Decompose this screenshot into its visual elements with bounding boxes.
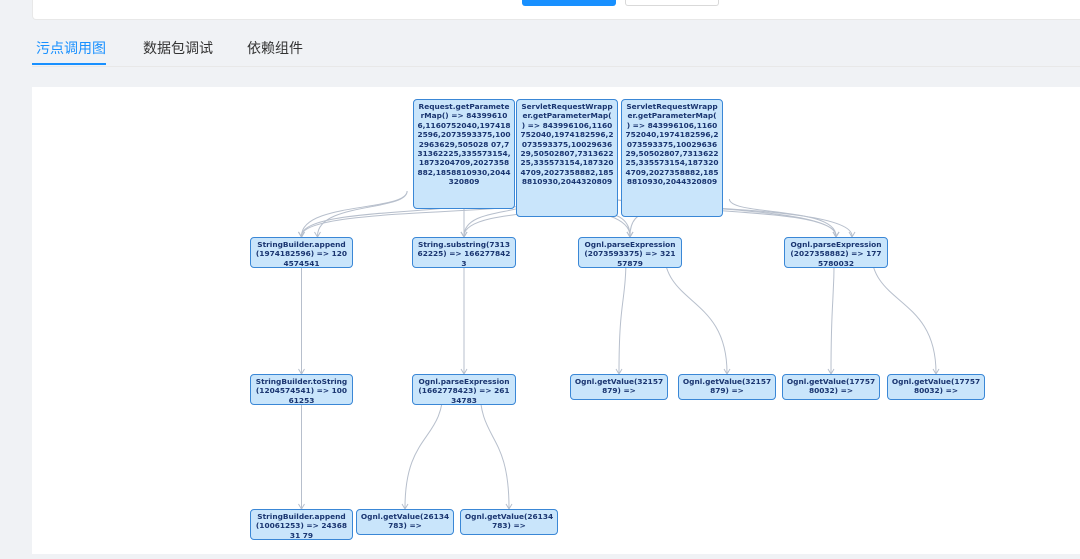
graph-edge	[317, 190, 408, 237]
graph-node[interactable]: Ognl.getValue(1775780032) =>	[782, 374, 880, 400]
tab-packet-debug[interactable]: 数据包调试	[143, 41, 213, 57]
graph-node[interactable]: Ognl.parseExpression(2027358882) => 1775…	[784, 237, 888, 268]
graph-node[interactable]: ServletRequestWrapper.getParameterMap( )…	[516, 99, 618, 217]
graph-edge	[663, 249, 728, 374]
graph-node[interactable]: StringBuilder.append(10061253) => 243683…	[250, 509, 353, 540]
graph-edge	[618, 249, 627, 374]
primary-button[interactable]	[522, 0, 616, 6]
graph-node[interactable]: Ognl.parseExpression(2073593375) => 3215…	[578, 237, 682, 268]
graph-node[interactable]: Request.getParameterMap() => 843996106,1…	[413, 99, 515, 209]
graph-edge	[830, 249, 835, 374]
active-tab-indicator	[32, 63, 106, 65]
graph-node[interactable]: ServletRequestWrapper.getParameterMap( )…	[621, 99, 723, 217]
toolbar-card	[32, 0, 1080, 20]
graph-edge	[870, 249, 937, 374]
graph-node[interactable]: String.substring(731362225) => 166277842…	[412, 237, 516, 268]
graph-node[interactable]: StringBuilder.toString(1204574541) => 10…	[250, 374, 353, 405]
graph-node[interactable]: Ognl.getValue(1775780032) =>	[887, 374, 985, 400]
graph-edge	[728, 198, 837, 237]
secondary-button[interactable]	[625, 0, 719, 6]
graph-node[interactable]: Ognl.getValue(32157879) =>	[678, 374, 776, 400]
graph-node[interactable]: Ognl.getValue(26134783) =>	[356, 509, 454, 535]
graph-node[interactable]: Ognl.getValue(26134783) =>	[460, 509, 558, 535]
taint-call-graph: Request.getParameterMap() => 843996106,1…	[32, 87, 1080, 554]
tab-taint-call-graph[interactable]: 污点调用图	[36, 41, 106, 57]
graph-edge	[404, 386, 444, 509]
tab-dependencies[interactable]: 依赖组件	[247, 41, 303, 57]
tab-bar: 污点调用图 数据包调试 依赖组件	[32, 20, 1080, 67]
graph-edge	[301, 190, 408, 237]
graph-edge	[479, 386, 510, 509]
graph-node[interactable]: Ognl.getValue(32157879) =>	[570, 374, 668, 400]
graph-node[interactable]: StringBuilder.append(1974182596) => 1204…	[250, 237, 353, 268]
graph-node[interactable]: Ognl.parseExpression(1662778423) => 2613…	[412, 374, 516, 405]
